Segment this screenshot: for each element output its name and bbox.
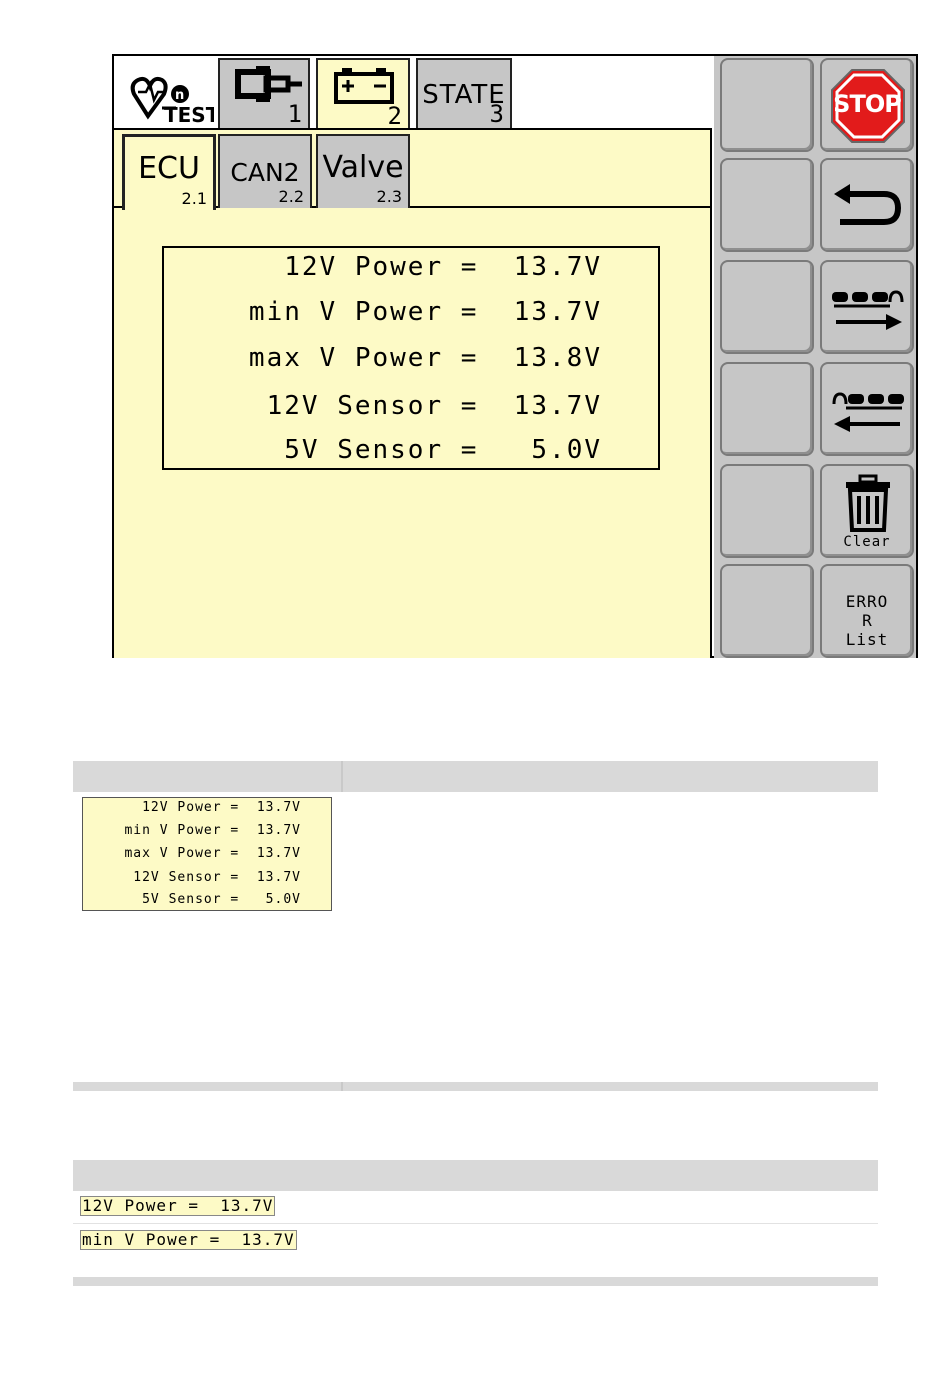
diagnostic-test-logo: n TEST bbox=[128, 72, 220, 127]
stop-label: STOP bbox=[833, 90, 902, 118]
subtab-number: 2.3 bbox=[376, 187, 402, 206]
subtab-label: ECU bbox=[138, 151, 200, 186]
error-list-button[interactable]: ERRO R List bbox=[820, 564, 914, 658]
readout-thumbnail: 12V Power = 13.7V min V Power = 13.7V ma… bbox=[82, 797, 332, 911]
subtab-valve[interactable]: Valve 2.3 bbox=[316, 134, 410, 208]
reading-min-v-power: min V Power = 13.7V bbox=[248, 297, 602, 327]
clear-button[interactable]: Clear bbox=[820, 464, 914, 558]
error-list-label-line3: List bbox=[845, 630, 889, 649]
subtab-label: CAN2 bbox=[230, 158, 300, 187]
tab-tool[interactable]: 1 bbox=[218, 58, 310, 130]
tab-battery[interactable]: 2 bbox=[316, 58, 410, 132]
row-divider bbox=[73, 1223, 878, 1224]
thumb-reading-12v-power: 12V Power = 13.7V bbox=[142, 800, 301, 815]
thumb-reading-max-v-power: max V Power = 13.7V bbox=[124, 846, 301, 861]
thumb-reading-min-v-power: min V Power = 13.7V bbox=[124, 823, 301, 838]
reading-12v-sensor: 12V Sensor = 13.7V bbox=[266, 391, 602, 421]
softkey-panel: STOP bbox=[714, 56, 916, 658]
isobus-terminal-screen: n TEST 1 bbox=[112, 54, 918, 658]
subtab-ecu[interactable]: ECU 2.1 bbox=[122, 134, 216, 210]
heart-pulse-icon: n TEST bbox=[130, 76, 220, 127]
table2-row-12v-power: 12V Power = 13.7V bbox=[80, 1196, 276, 1216]
page-back-icon bbox=[832, 392, 904, 432]
svg-text:n: n bbox=[175, 88, 184, 103]
table1-footer-bar bbox=[73, 1082, 878, 1091]
subtab-number: 2.2 bbox=[278, 187, 304, 206]
thumb-reading-12v-sensor: 12V Sensor = 13.7V bbox=[133, 870, 301, 885]
subtab-number: 2.1 bbox=[181, 189, 207, 208]
sub-tab-bar: ECU 2.1 CAN2 2.2 Valve 2.3 bbox=[114, 130, 710, 210]
return-arrow-icon bbox=[834, 184, 902, 225]
softkey-empty-5[interactable] bbox=[720, 464, 814, 558]
page-back-button[interactable] bbox=[820, 362, 914, 456]
reading-5v-sensor: 5V Sensor = 5.0V bbox=[284, 435, 602, 465]
table2-header-bar bbox=[73, 1160, 878, 1191]
softkey-empty-1[interactable] bbox=[720, 58, 814, 152]
tab-number: 2 bbox=[387, 102, 402, 130]
softkey-empty-3[interactable] bbox=[720, 260, 814, 354]
tab-label: STATE bbox=[422, 80, 506, 110]
error-list-label-line1: ERRO bbox=[845, 592, 889, 611]
reading-12v-power: 12V Power = 13.7V bbox=[284, 252, 602, 282]
back-button[interactable] bbox=[820, 158, 914, 252]
softkey-empty-6[interactable] bbox=[720, 564, 814, 658]
table2-footer-bar bbox=[73, 1277, 878, 1286]
tab-state[interactable]: STATE 3 bbox=[416, 58, 512, 130]
tool-plug-icon bbox=[234, 64, 304, 110]
battery-icon bbox=[332, 66, 396, 110]
softkey-empty-4[interactable] bbox=[720, 362, 814, 456]
clear-label: Clear bbox=[843, 534, 891, 550]
column-divider bbox=[341, 1082, 343, 1091]
stop-button[interactable]: STOP bbox=[820, 58, 914, 152]
main-tab-bar: n TEST 1 bbox=[114, 56, 714, 132]
subtab-label: Valve bbox=[322, 150, 404, 185]
table1-header-bar bbox=[73, 761, 878, 792]
stop-sign-icon bbox=[831, 69, 905, 143]
column-divider bbox=[341, 761, 343, 792]
table2-row-min-v-power: min V Power = 13.7V bbox=[80, 1230, 297, 1250]
tab-number: 3 bbox=[489, 100, 504, 128]
error-list-label-line2: R bbox=[862, 611, 872, 630]
thumb-reading-5v-sensor: 5V Sensor = 5.0V bbox=[142, 892, 301, 907]
content-panel: ECU 2.1 CAN2 2.2 Valve 2.3 12V Power = 1… bbox=[114, 128, 712, 658]
trash-can-icon bbox=[846, 474, 890, 532]
reading-max-v-power: max V Power = 13.8V bbox=[248, 343, 602, 373]
page-forward-icon bbox=[832, 290, 904, 330]
subtab-can2[interactable]: CAN2 2.2 bbox=[218, 134, 312, 208]
voltage-readout-box: 12V Power = 13.7V min V Power = 13.7V ma… bbox=[162, 246, 660, 470]
softkey-empty-2[interactable] bbox=[720, 158, 814, 252]
page-forward-button[interactable] bbox=[820, 260, 914, 354]
tab-number: 1 bbox=[287, 100, 302, 128]
logo-text: TEST bbox=[164, 103, 214, 124]
